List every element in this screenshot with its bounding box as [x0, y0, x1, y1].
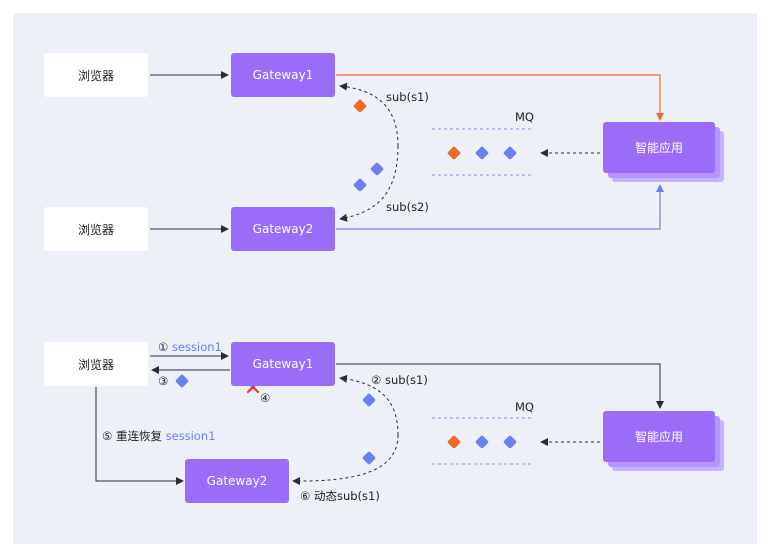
mq-label-bottom: MQ	[515, 400, 534, 414]
step2-label: ② sub(s1)	[371, 373, 428, 387]
gateway2-node-bottom: Gateway2	[185, 459, 289, 503]
step1-number: ①	[158, 340, 169, 354]
smart-app-node: 智能应用	[603, 122, 715, 173]
diamond-icon	[175, 374, 189, 388]
smart-app-node-bottom: 智能应用	[603, 411, 715, 462]
diamond-icon	[475, 435, 489, 449]
step3-label: ③	[158, 374, 169, 388]
blue-route-gateway2-app	[336, 184, 664, 230]
sub-s1-label: sub(s1)	[386, 90, 429, 104]
step5-text: ⑤ 重连恢复	[102, 429, 162, 443]
browser-node-2: 浏览器	[44, 207, 148, 251]
sub-s2-arc	[339, 145, 399, 222]
route-browser-gateway2	[95, 387, 184, 485]
browser-node-1: 浏览器	[44, 53, 148, 97]
diamond-icon	[362, 451, 376, 465]
gateway2-node: Gateway2	[231, 207, 335, 251]
diamond-icon	[370, 162, 384, 176]
mq-label: MQ	[515, 110, 534, 124]
diamond-icon	[447, 435, 461, 449]
step4-label: ④	[260, 391, 271, 405]
gateway1-node: Gateway1	[231, 53, 335, 97]
sub-s1-arc-bottom	[339, 374, 399, 436]
orange-route-gateway1-app	[336, 74, 664, 121]
diamond-icon	[353, 99, 367, 113]
browser-node: 浏览器	[44, 342, 148, 386]
sub-s2-label: sub(s2)	[386, 200, 429, 214]
diamond-icon	[503, 435, 517, 449]
diamond-icon	[447, 146, 461, 160]
diamond-icon	[362, 393, 376, 407]
step6-label: ⑥ 动态sub(s1)	[300, 489, 380, 503]
step1-session: session1	[171, 340, 222, 354]
step5-session: session1	[165, 429, 216, 443]
diamond-icon	[353, 178, 367, 192]
route-gateway1-app	[336, 363, 664, 409]
diamond-icon	[475, 146, 489, 160]
step5-label: ⑤ 重连恢复 session1	[102, 428, 216, 444]
diamond-icon	[503, 146, 517, 160]
gateway1-node-bottom: Gateway1	[231, 342, 335, 386]
step1-label: ① session1	[158, 340, 222, 354]
dynamic-sub-arc	[292, 434, 399, 486]
